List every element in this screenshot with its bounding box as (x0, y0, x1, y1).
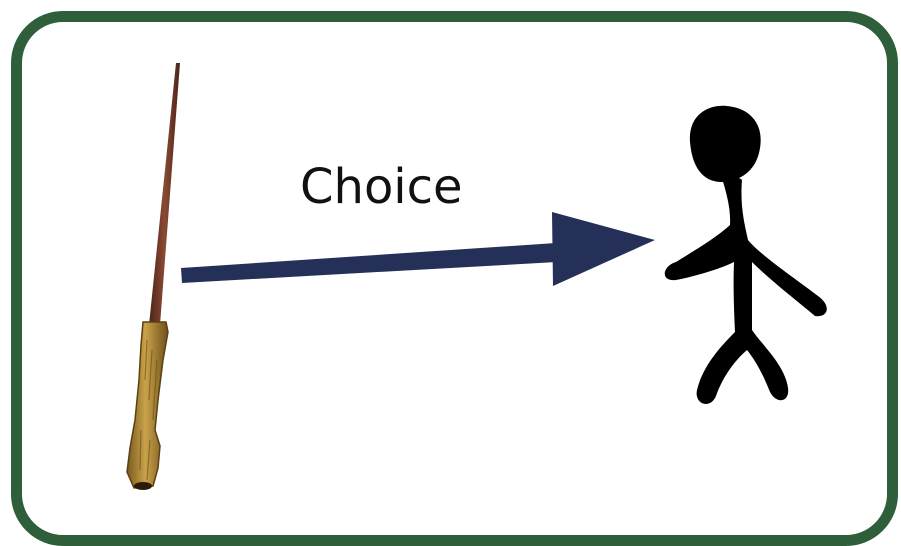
wand-shaft (149, 63, 180, 325)
wand-icon (127, 63, 180, 490)
figure-body (665, 177, 827, 404)
arrow-label: Choice (300, 163, 463, 211)
arrow-head (552, 212, 655, 286)
choice-arrow (181, 212, 655, 286)
figure-head (690, 106, 761, 182)
arrow-shaft (181, 243, 557, 283)
stick-figure-icon (665, 106, 827, 404)
wand-handle (127, 322, 168, 488)
